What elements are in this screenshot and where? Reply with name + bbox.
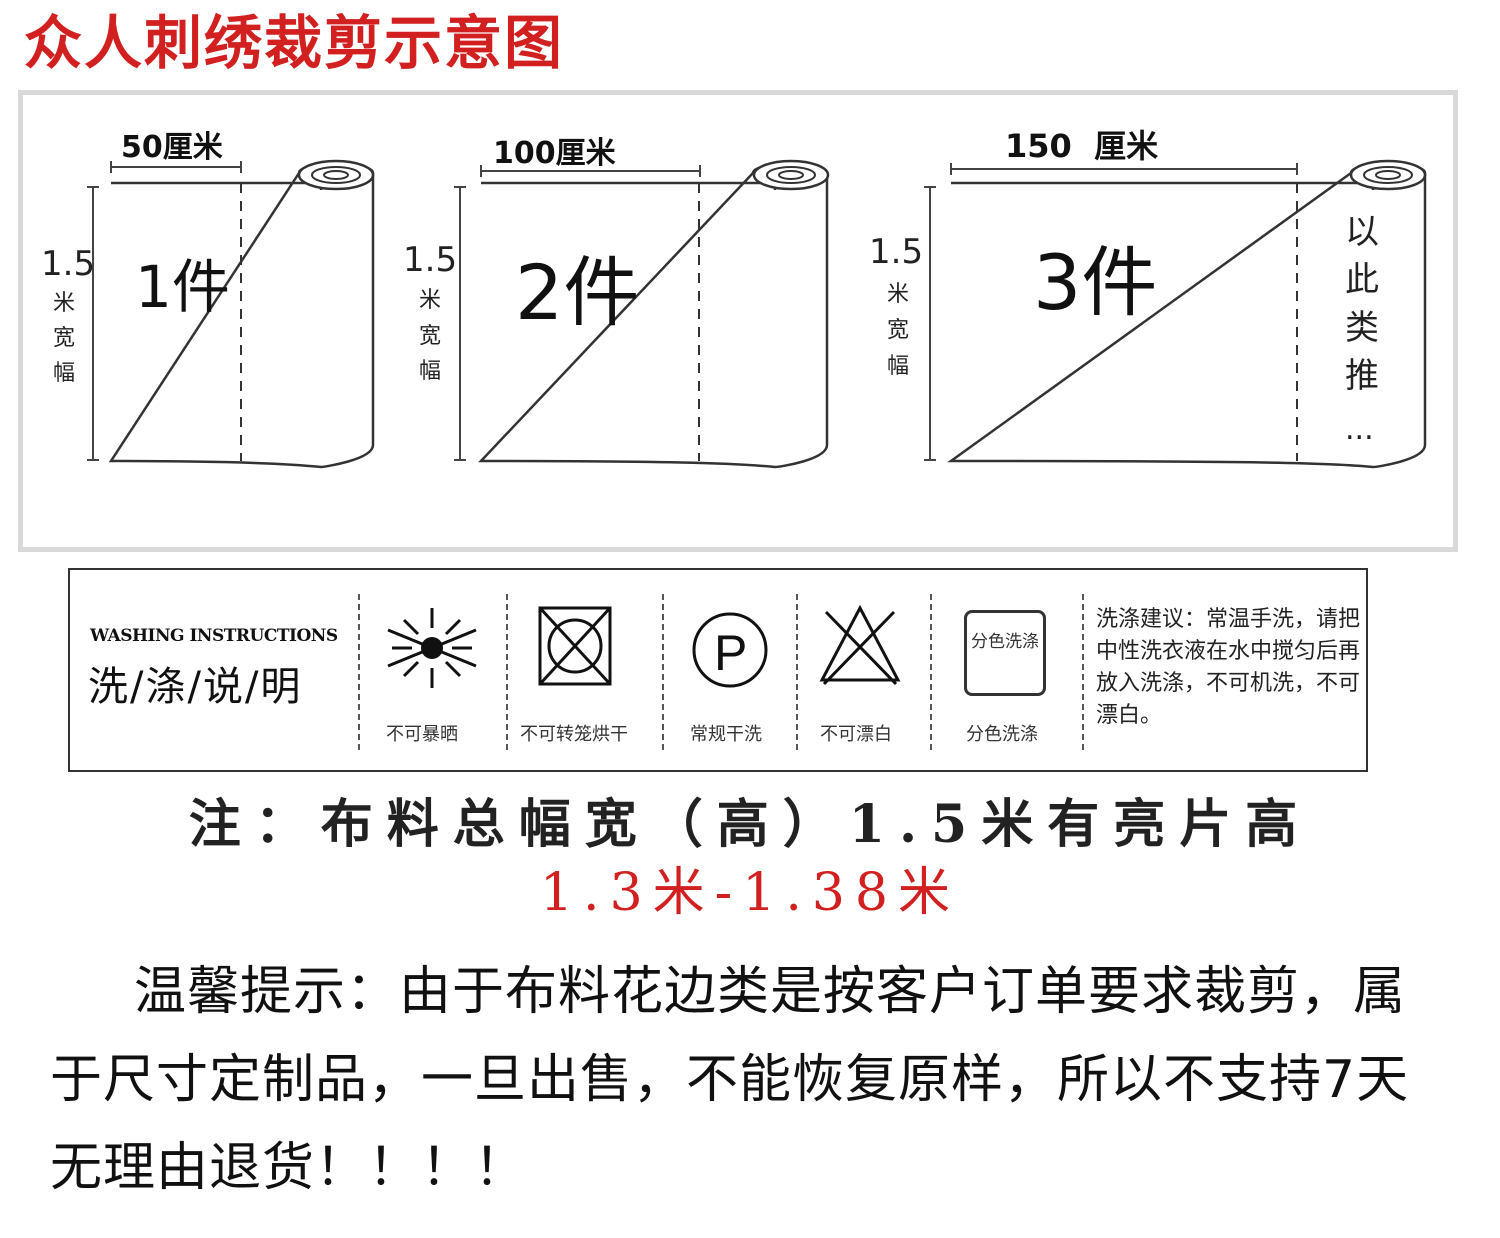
height-label: 1.5 — [403, 240, 457, 280]
dry-clean-p-icon: P — [692, 612, 768, 688]
pieces-label: 1件 — [135, 253, 230, 321]
washing-title-en: WASHING INSTRUCTIONS — [90, 626, 338, 646]
width-label: 100厘米 — [493, 136, 616, 171]
symbol-label-1: 不可暴晒 — [386, 724, 458, 745]
washing-advice: 洗涤建议：常温手洗，请把中性洗衣液在水中搅匀后再放入洗涤，不可机洗，不可漂白。 — [1096, 607, 1361, 728]
side-label-2: 宽 — [887, 318, 909, 343]
divider — [930, 594, 932, 750]
note-line-1: 注：布料总幅宽（高）1.5米有亮片高 — [188, 794, 1312, 855]
side-label-2: 宽 — [419, 324, 441, 349]
note-line-2: 1.3米-1.38米 — [539, 863, 961, 923]
pieces-label: 2件 — [515, 248, 639, 337]
divider — [358, 594, 360, 750]
width-label: 150 厘米 — [1005, 127, 1158, 165]
height-label: 1.5 — [41, 244, 95, 284]
symbol-label-3: 常规干洗 — [690, 724, 762, 745]
symbol-label-2: 不可转笼烘干 — [520, 724, 628, 745]
cutting-diagram: 50厘米 1.5 米 宽 幅 1件 100厘米 1.5 米 宽 幅 2件 — [18, 90, 1458, 552]
divider — [796, 594, 798, 750]
sun-crossed-icon — [387, 608, 477, 688]
side-label-1: 米 — [887, 282, 909, 307]
side-label-1: 米 — [53, 291, 75, 316]
side-label-1: 米 — [419, 288, 441, 313]
side-label-3: 幅 — [53, 361, 75, 386]
fabric-roll-1: 50厘米 1.5 米 宽 幅 1件 — [41, 130, 375, 469]
washing-instructions: WASHING INSTRUCTIONS 洗/涤/说/明 不可暴晒 不可转笼烘干… — [68, 568, 1368, 772]
side-label-3: 幅 — [419, 359, 441, 384]
divider — [1082, 594, 1084, 750]
washing-title-cn: 洗/涤/说/明 — [88, 664, 303, 710]
extra-label-3: 类 — [1345, 308, 1379, 348]
extra-label-2: 此 — [1345, 260, 1379, 300]
tumble-dry-crossed-icon — [538, 606, 612, 686]
page-title: 众人刺绣裁剪示意图 — [24, 9, 565, 77]
separate-wash-icon: 分色洗涤 — [964, 610, 1046, 696]
roll-end — [297, 159, 375, 191]
extra-label-5: ... — [1345, 412, 1374, 447]
side-label-2: 宽 — [53, 326, 75, 351]
symbol-label-4: 不可漂白 — [820, 724, 892, 745]
warm-tip: 温馨提示：由于布料花边类是按客户订单要求裁剪，属于尺寸定制品，一旦出售，不能恢复… — [50, 962, 1410, 1198]
bleach-crossed-icon — [819, 604, 901, 686]
fabric-rolls-svg: 50厘米 1.5 米 宽 幅 1件 100厘米 1.5 米 宽 幅 2件 — [41, 127, 1427, 469]
width-label: 50厘米 — [121, 130, 223, 165]
height-label: 1.5 — [869, 232, 923, 272]
fabric-roll-2: 100厘米 1.5 米 宽 幅 2件 — [403, 136, 830, 469]
symbol-label-5: 分色洗涤 — [966, 724, 1038, 745]
fabric-roll-3: 150 厘米 1.5 米 宽 幅 3件 以 此 类 推 ... — [869, 127, 1427, 469]
side-label-3: 幅 — [887, 354, 909, 379]
extra-label-1: 以 — [1345, 212, 1379, 252]
divider — [506, 594, 508, 750]
extra-label-4: 推 — [1345, 356, 1379, 396]
svg-text:P: P — [714, 625, 747, 681]
pieces-label: 3件 — [1033, 238, 1157, 327]
divider — [662, 594, 664, 750]
